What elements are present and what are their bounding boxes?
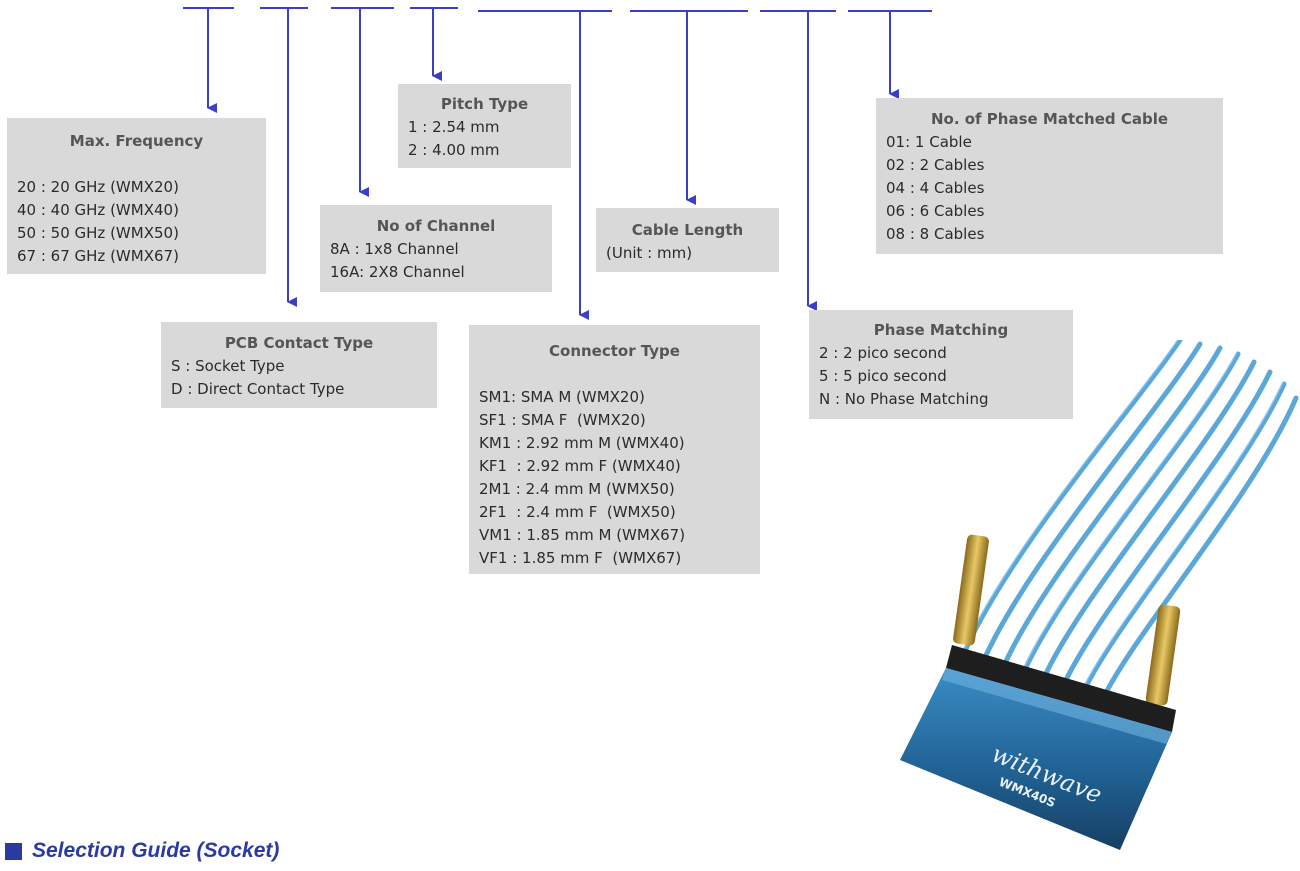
connector-strip	[946, 645, 1176, 732]
phase-matching-option: N : No Phase Matching	[819, 390, 989, 408]
max-frequency-box: Max. Frequency 20 : 20 GHz (WMX20) 40 : …	[7, 118, 266, 274]
no-of-channel-box: No of Channel 8A : 1x8 Channel 16A: 2X8 …	[320, 205, 552, 292]
phase-matched-cable-option: 08 : 8 Cables	[886, 225, 985, 243]
cable-length-option: (Unit : mm)	[606, 244, 693, 262]
gold-guide-pin-right	[1145, 604, 1181, 706]
connector-type-option: KF1 : 2.92 mm F (WMX40)	[479, 457, 681, 475]
connector-type-option: VM1 : 1.85 mm M (WMX67)	[479, 526, 686, 544]
connector-type-box: Connector Type SM1: SMA M (WMX20) SF1 : …	[469, 325, 760, 574]
no-of-channel-option: 16A: 2X8 Channel	[330, 263, 465, 281]
phase-matching-title: Phase Matching	[873, 321, 1009, 339]
cable-bundle	[957, 340, 1299, 708]
phase-matched-cable-option: 04 : 4 Cables	[886, 179, 985, 197]
pitch-type-box: Pitch Type 1 : 2.54 mm 2 : 4.00 mm	[398, 84, 571, 168]
connector-type-title: Connector Type	[549, 342, 680, 360]
connector-type-option: KM1 : 2.92 mm M (WMX40)	[479, 434, 685, 452]
connector-type-option: SF1 : SMA F (WMX20)	[479, 411, 646, 429]
phase-matching-option: 5 : 5 pico second	[819, 367, 947, 385]
product-photo: withwave WMX40S	[900, 340, 1299, 850]
no-of-channel-option: 8A : 1x8 Channel	[330, 240, 459, 258]
max-frequency-option: 40 : 40 GHz (WMX40)	[17, 201, 179, 219]
max-frequency-option: 67 : 67 GHz (WMX67)	[17, 247, 179, 265]
pitch-type-title: Pitch Type	[440, 95, 529, 113]
pcb-contact-type-box: PCB Contact Type S : Socket Type D : Dir…	[161, 322, 437, 408]
pcb-contact-type-title: PCB Contact Type	[224, 334, 374, 352]
selection-guide-title: Selection Guide (Socket)	[32, 839, 280, 862]
connector-type-option: VF1 : 1.85 mm F (WMX67)	[479, 549, 682, 567]
phase-matched-cable-box: No. of Phase Matched Cable 01: 1 Cable 0…	[876, 98, 1223, 254]
max-frequency-option: 20 : 20 GHz (WMX20)	[17, 178, 179, 196]
cable-length-title: Cable Length	[631, 221, 744, 239]
cable-length-box: Cable Length (Unit : mm)	[596, 208, 779, 272]
heading-square-icon	[5, 842, 22, 860]
pcb-contact-type-option: D : Direct Contact Type	[171, 380, 345, 398]
gold-guide-pin-left	[953, 534, 989, 646]
connector-type-option: 2M1 : 2.4 mm M (WMX50)	[479, 480, 675, 498]
pitch-type-option: 1 : 2.54 mm	[408, 118, 500, 136]
pitch-type-option: 2 : 4.00 mm	[408, 141, 500, 159]
phase-matched-cable-option: 06 : 6 Cables	[886, 202, 985, 220]
phase-matching-option: 2 : 2 pico second	[819, 344, 947, 362]
phase-matched-cable-option: 01: 1 Cable	[886, 133, 972, 151]
max-frequency-title: Max. Frequency	[69, 132, 204, 150]
connector-type-option: SM1: SMA M (WMX20)	[479, 388, 645, 406]
connector-type-option: 2F1 : 2.4 mm F (WMX50)	[479, 503, 676, 521]
phase-matched-cable-option: 02 : 2 Cables	[886, 156, 985, 174]
pcb-contact-type-option: S : Socket Type	[171, 357, 285, 375]
selection-guide-heading: Selection Guide (Socket)	[5, 839, 280, 862]
phase-matched-cable-title: No. of Phase Matched Cable	[930, 110, 1169, 128]
no-of-channel-title: No of Channel	[376, 217, 496, 235]
phase-matching-box: Phase Matching 2 : 2 pico second 5 : 5 p…	[809, 310, 1073, 419]
max-frequency-option: 50 : 50 GHz (WMX50)	[17, 224, 179, 242]
